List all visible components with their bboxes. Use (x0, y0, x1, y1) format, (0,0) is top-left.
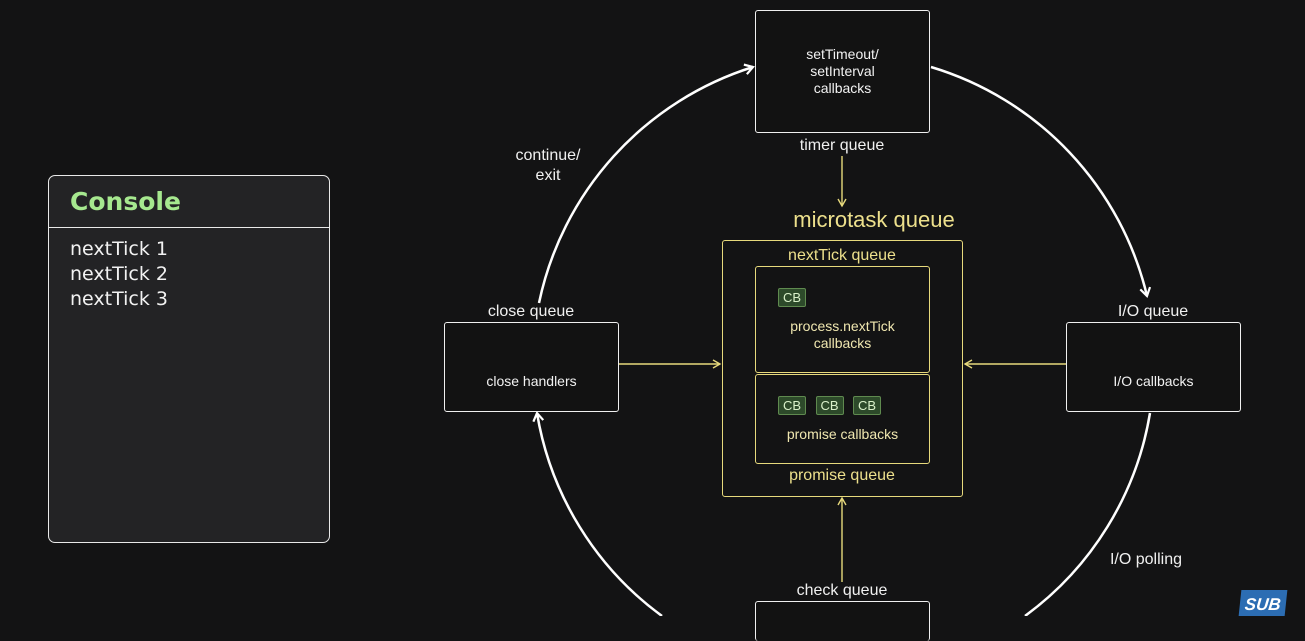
timer-queue-label: timer queue (799, 137, 885, 154)
promise-queue-box: CB CB CB promise callbacks (755, 374, 930, 464)
timer-box-line: setTimeout/ (806, 46, 879, 62)
cb-badge: CB (815, 396, 844, 415)
console-panel: Console nextTick 1 nextTick 2 nextTick 3 (48, 175, 330, 543)
nexttick-text-line: callbacks (813, 335, 872, 351)
continue-exit-label: continue/ exit (516, 146, 581, 186)
nexttick-text-line: process.nextTick (790, 318, 895, 334)
console-output: nextTick 1 nextTick 2 nextTick 3 (49, 228, 329, 312)
console-title: Console (70, 187, 181, 216)
promise-queue-label: promise queue (789, 467, 895, 484)
console-line: nextTick 3 (70, 288, 168, 310)
nexttick-queue-label: nextTick queue (788, 247, 896, 264)
close-queue-label: close queue (487, 303, 575, 320)
exit-line: exit (535, 167, 561, 184)
nexttick-cb-row: CB (778, 288, 811, 307)
check-queue-label: check queue (796, 582, 888, 599)
timer-box-line: setInterval (810, 63, 875, 79)
console-line: nextTick 2 (70, 263, 168, 285)
subscribe-badge[interactable]: SUB (1238, 590, 1288, 616)
cb-badge: CB (778, 396, 807, 415)
promise-cb-row: CB CB CB (778, 396, 886, 415)
loop-arc-check-to-close (532, 410, 663, 616)
timer-box-line: callbacks (813, 80, 872, 96)
check-queue-box (755, 601, 930, 641)
event-loop-connectors (532, 63, 1152, 616)
loop-arc-close-to-timer (537, 63, 755, 304)
close-handlers-box: close handlers (444, 322, 619, 412)
timer-callbacks-box: setTimeout/ setInterval callbacks (755, 10, 930, 133)
io-callbacks-text: I/O callbacks (1113, 372, 1194, 389)
io-queue-label: I/O queue (1117, 303, 1189, 320)
console-line: nextTick 1 (70, 238, 168, 260)
console-header: Console (49, 176, 329, 228)
loop-arc-io-to-check (1024, 412, 1152, 616)
promise-callbacks-text: promise callbacks (786, 426, 899, 442)
cb-badge: CB (853, 396, 882, 415)
io-polling-label: I/O polling (1109, 551, 1183, 568)
microtask-queue-container (722, 240, 963, 497)
nexttick-callbacks-text: process.nextTick callbacks (756, 318, 929, 352)
close-handlers-text: close handlers (486, 372, 577, 389)
loop-arc-timer-to-io (930, 65, 1152, 299)
microtask-queue-title: microtask queue (793, 207, 955, 232)
continue-line: continue/ (515, 147, 581, 164)
io-callbacks-box: I/O callbacks (1066, 322, 1241, 412)
nexttick-queue-box: CB process.nextTick callbacks (755, 266, 930, 373)
cb-badge: CB (778, 288, 807, 307)
